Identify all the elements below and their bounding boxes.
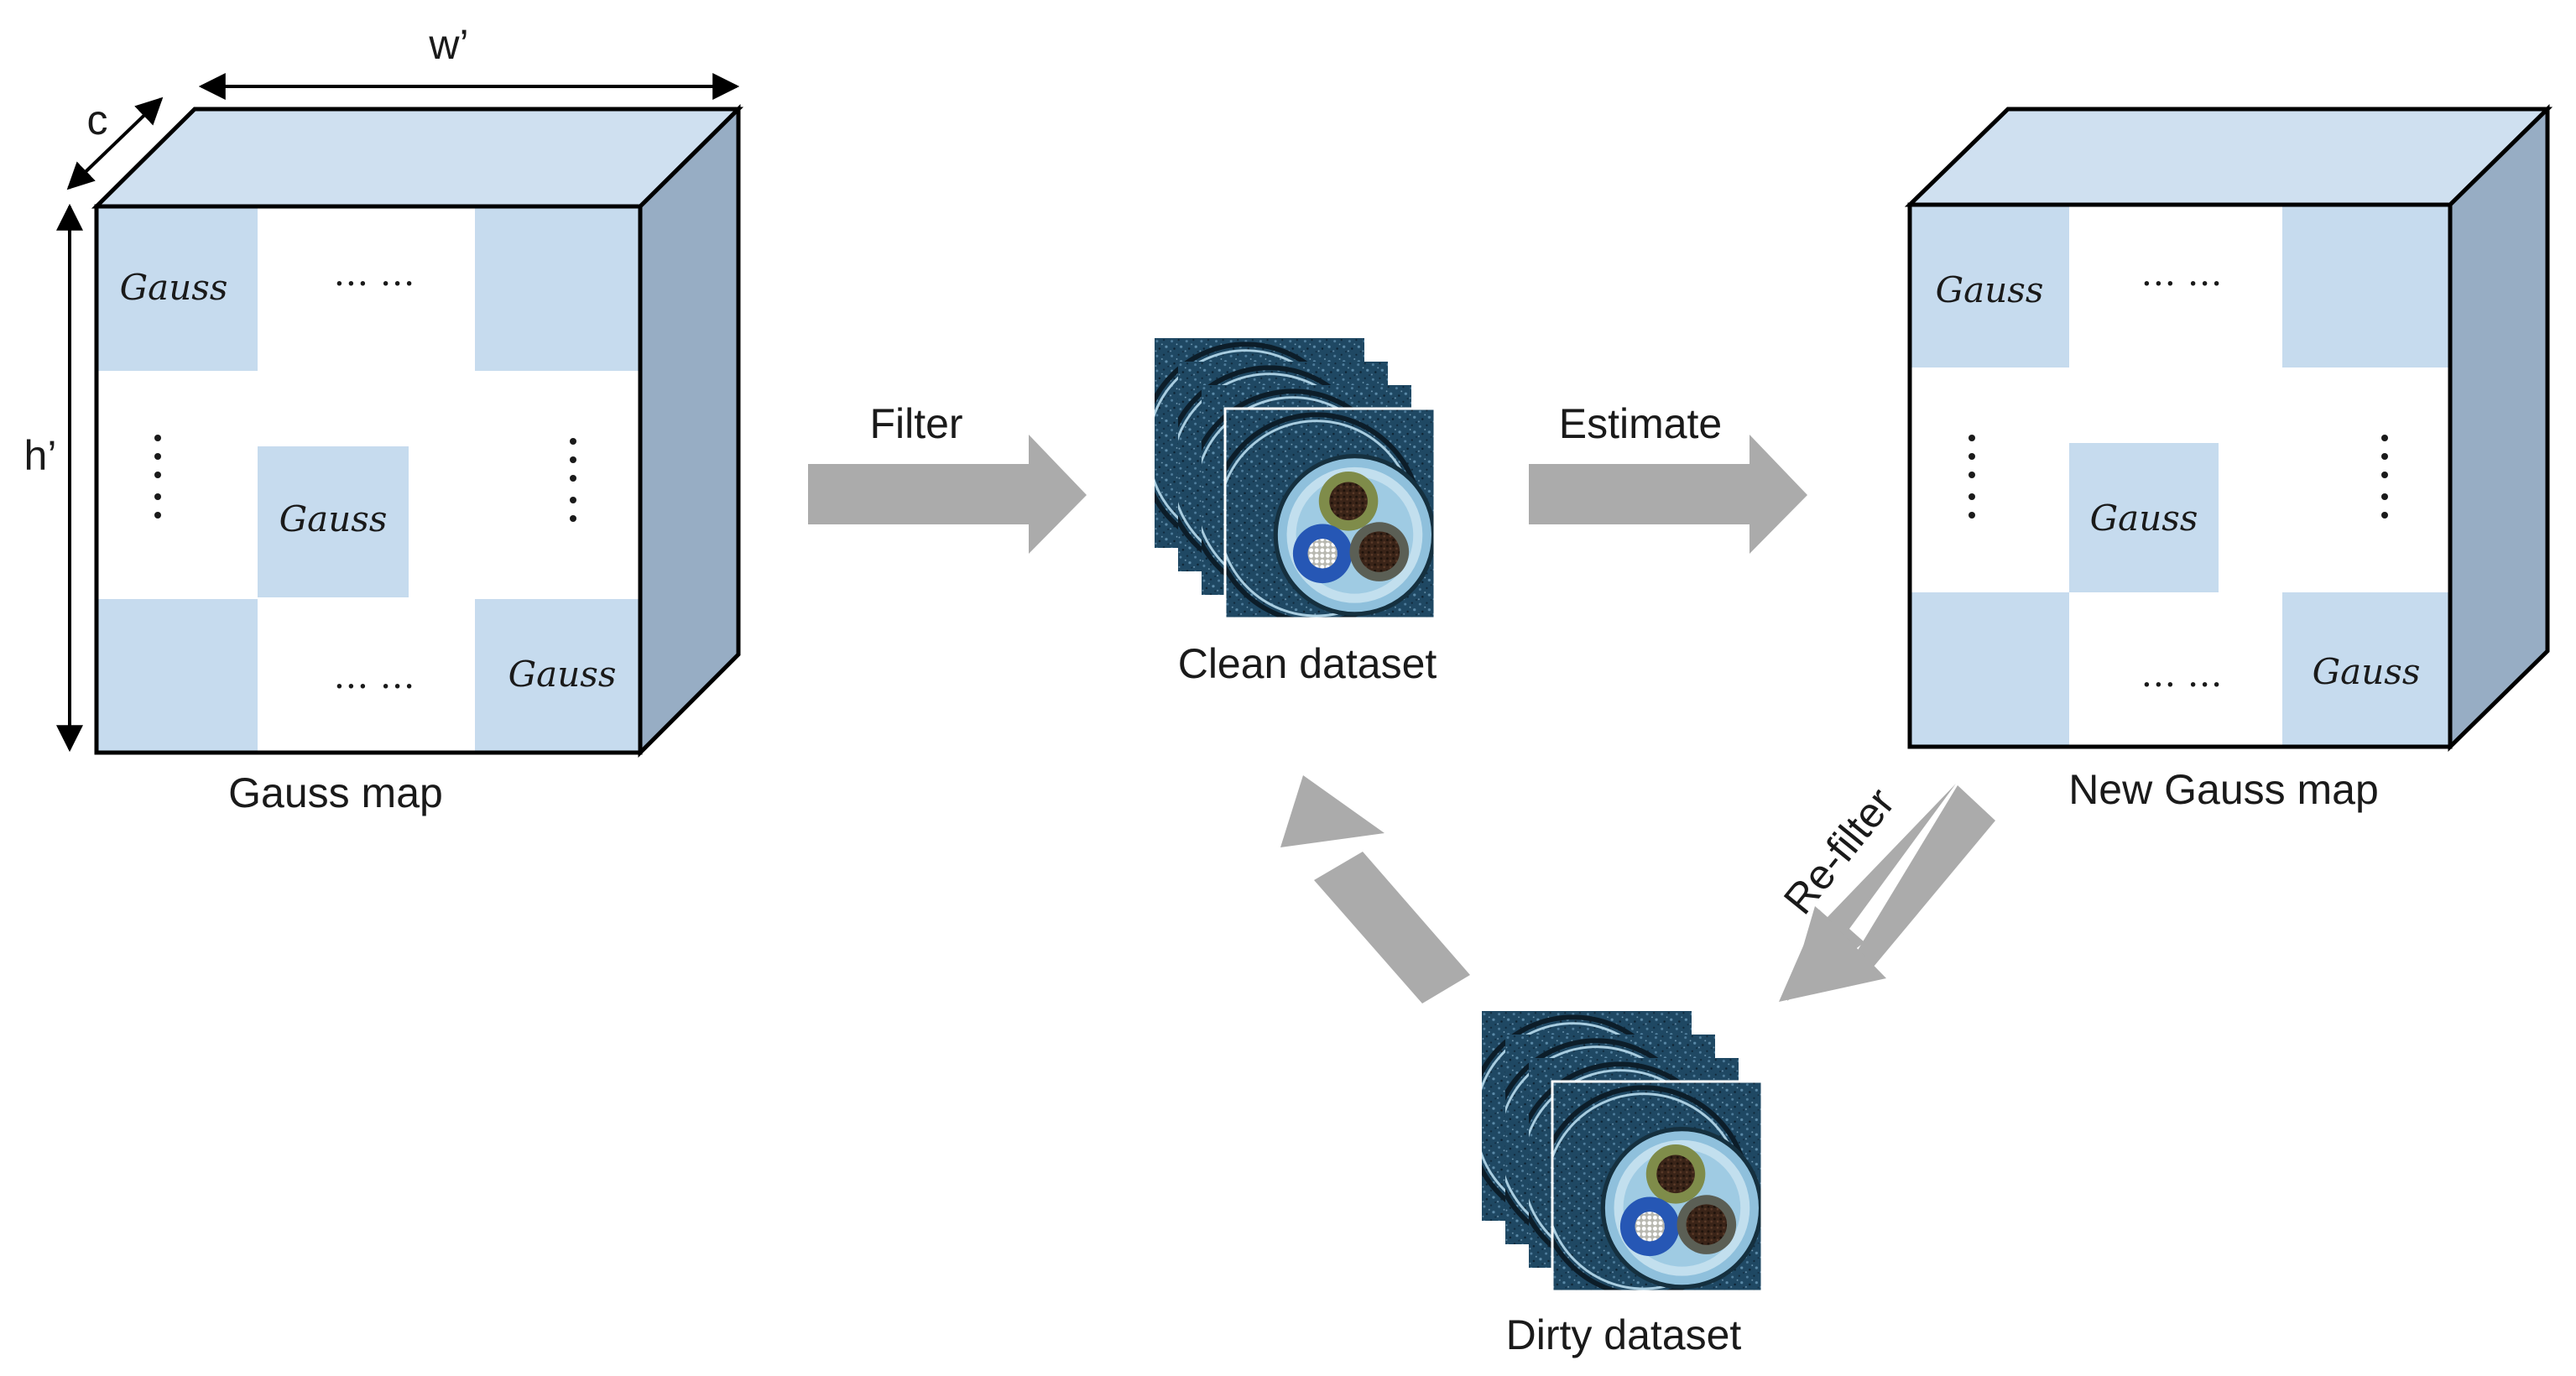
clean-dataset-caption: Clean dataset [1178,640,1437,687]
filter-label: Filter [869,400,962,447]
width-label: w’ [428,21,468,68]
horizontal-ellipsis: … … [2141,253,2222,294]
refilter-label: Re-filter [1775,779,1904,923]
estimate-arrow [1529,435,1807,554]
cube-front-border [94,204,643,755]
dataset-image-border [1551,1080,1764,1293]
gauss-cell [1910,205,2069,367]
cube-side-face [2448,104,2550,752]
clean-dataset-stack [1142,338,1437,622]
gauss-label: Gauss [508,654,617,695]
new-gauss-map-cube: Gauss Gauss Gauss … … … … [1904,104,2553,752]
channel-label: c [87,96,108,143]
dirty-dataset-stack [1469,1011,1764,1295]
refilter-arrow-body [1857,785,1995,967]
return-arrow-body [1314,852,1470,1003]
gauss-cell [258,446,409,597]
cube-front-border [1907,202,2453,749]
gauss-map-cube: Gauss Gauss Gauss … … … … [91,104,744,758]
gauss-map-caption: Gauss map [228,769,443,816]
dataset-image-border [1223,407,1437,620]
gauss-cell [475,206,640,371]
gauss-label: Gauss [2313,651,2421,692]
gauss-cell [96,206,258,371]
dirty-dataset-caption: Dirty dataset [1506,1311,1742,1358]
vertical-ellipsis [570,438,576,522]
dataset-image [1540,1082,1762,1295]
horizontal-ellipsis: … … [2141,654,2222,695]
gauss-cell [96,599,258,753]
new-gauss-map-caption: New Gauss map [2068,766,2379,813]
cube-side-face [638,104,741,758]
cube-top-face [1904,107,2553,207]
gauss-cell [1910,592,2069,747]
estimate-label: Estimate [1559,400,1723,447]
gauss-cell [475,599,640,753]
gauss-label: Gauss [1936,269,2044,310]
vertical-ellipsis [2381,435,2388,519]
gauss-cell [2069,443,2219,592]
vertical-ellipsis [154,435,161,519]
gauss-label: Gauss [120,267,228,308]
gauss-cell [2282,205,2450,367]
dataset-image [1212,409,1435,622]
gauss-label: Gauss [2090,498,2198,539]
vertical-ellipsis [1969,435,1975,519]
refilter-arrow-head [1779,910,1886,1002]
filter-arrow [808,435,1087,554]
channel-dimension-arrow [66,96,164,190]
gauss-cell [2282,592,2450,747]
return-arrow-head [1280,775,1384,847]
height-label: h’ [24,432,57,479]
cube-top-face [91,107,744,209]
horizontal-ellipsis: … … [333,655,415,696]
horizontal-ellipsis: … … [333,253,415,294]
gauss-label: Gauss [279,498,388,539]
